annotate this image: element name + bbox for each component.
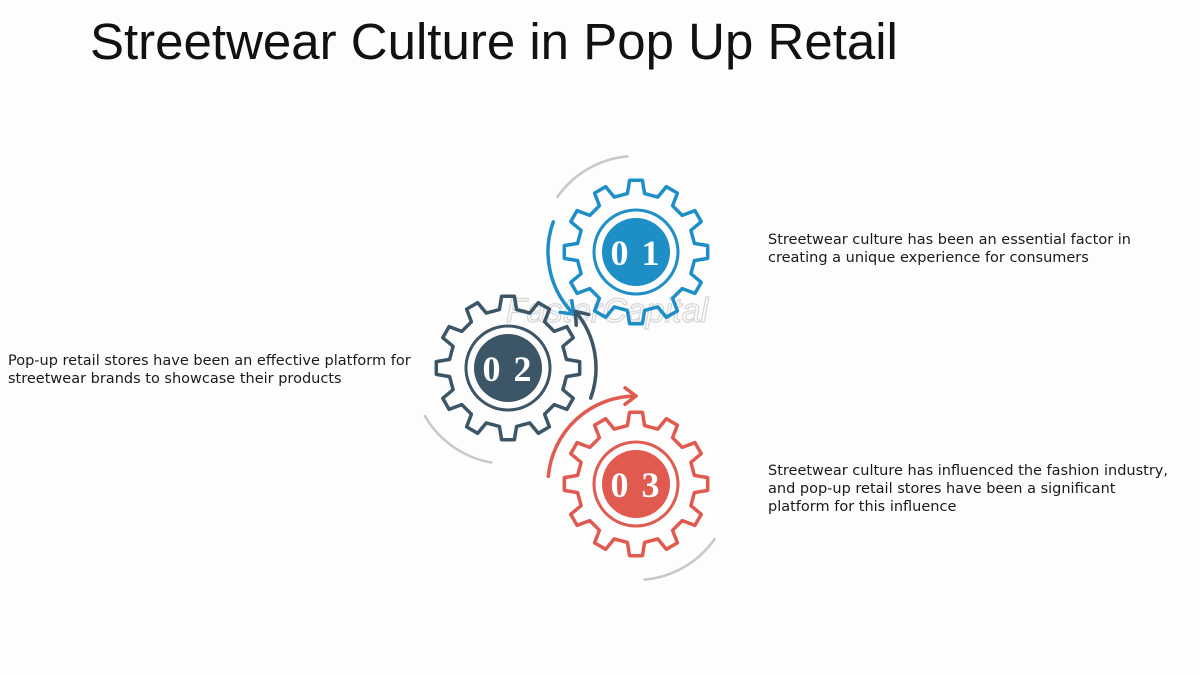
- step-3-line-3: platform for this influence: [768, 499, 957, 515]
- step-3-inner-ring: [592, 440, 680, 528]
- gear-2-icon: [434, 294, 582, 442]
- step-2-arrow-head: [573, 309, 591, 327]
- step-3-line-1: Streetwear culture has influenced the fa…: [768, 463, 1168, 479]
- step-2-shadow-arc: [423, 414, 493, 464]
- gear-1: 0 1: [546, 155, 710, 326]
- step-3-outer-arc: [546, 394, 638, 479]
- slide-title: Streetwear Culture in Pop Up Retail: [90, 13, 898, 70]
- step-1-line-1: Streetwear culture has been an essential…: [768, 232, 1131, 248]
- step-1-inner-ring: [592, 208, 680, 296]
- step-3-shadow-arc: [643, 537, 716, 581]
- step-1-number: 0 1: [611, 233, 662, 273]
- step-2-line-2: streetwear brands to showcase their prod…: [8, 371, 342, 387]
- step-2-badge: [474, 334, 542, 402]
- step-3-description: Streetwear culture has influenced the fa…: [768, 462, 1168, 516]
- gear-3-icon: [562, 410, 710, 558]
- step-2-outer-arc: [573, 309, 598, 400]
- step-1-shadow-arc: [556, 155, 629, 199]
- step-2-line-1: Pop-up retail stores have been an effect…: [8, 353, 411, 369]
- step-3-line-2: and pop-up retail stores have been a sig…: [768, 481, 1116, 497]
- step-3-badge: [602, 450, 670, 518]
- step-3-arrow-head: [623, 386, 638, 407]
- step-3-number: 0 3: [611, 465, 662, 505]
- step-1-outer-arc: [546, 220, 576, 316]
- step-1-arrow-head: [558, 298, 576, 316]
- step-1-line-2: creating a unique experience for consume…: [768, 250, 1089, 266]
- step-2-number: 0 2: [483, 349, 534, 389]
- gear-3: 0 3: [546, 386, 716, 581]
- step-1-description: Streetwear culture has been an essential…: [768, 231, 1131, 267]
- step-1-badge: [602, 218, 670, 286]
- step-2-inner-ring: [464, 324, 552, 412]
- step-2-description: Pop-up retail stores have been an effect…: [8, 352, 411, 388]
- gear-2: 0 2: [423, 294, 598, 464]
- gear-1-icon: [562, 178, 710, 326]
